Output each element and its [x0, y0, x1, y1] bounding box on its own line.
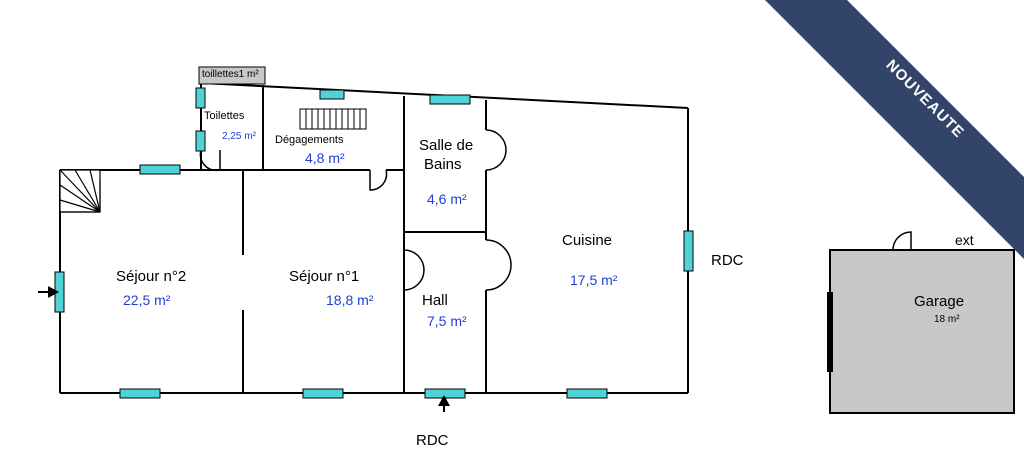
ext-label: ext: [955, 232, 974, 248]
degagements-label: Dégagements: [275, 134, 344, 146]
straight-stair: [299, 108, 367, 130]
sejour1-label: Séjour n°1: [289, 268, 360, 285]
sejour1-area: 18,8 m²: [326, 292, 374, 308]
toilettes-label: Toilettes: [204, 110, 245, 122]
window: [195, 87, 206, 109]
door: [199, 149, 221, 172]
window: [566, 388, 608, 399]
sejour2-label: Séjour n°2: [116, 268, 187, 285]
sejour2-area: 22,5 m²: [123, 292, 171, 308]
rdc-label-bottom: RDC: [416, 432, 449, 449]
window: [139, 164, 181, 175]
salle-de-bains-area: 4,6 m²: [427, 191, 467, 207]
spiral-stair: [59, 169, 101, 213]
hall-area: 7,5 m²: [427, 313, 467, 329]
window: [683, 230, 694, 272]
garage-area: 18 m²: [934, 314, 960, 325]
window: [424, 388, 466, 399]
cuisine-area: 17,5 m²: [570, 272, 618, 288]
salle-de-bains-label-1: Salle de: [419, 137, 474, 154]
toilettes-area: 2,25 m²: [222, 131, 256, 142]
entrance-arrows: [38, 286, 450, 412]
salle-de-bains-label-2: Bains: [424, 156, 462, 173]
hall-label: Hall: [422, 292, 448, 309]
windows: [54, 87, 694, 399]
rdc-label-right: RDC: [711, 252, 744, 269]
degagements-area: 4,8 m²: [305, 150, 345, 166]
door: [369, 169, 388, 191]
door: [403, 249, 425, 291]
window: [195, 130, 206, 152]
doors: [199, 129, 512, 291]
toilet-annex: [198, 66, 266, 85]
garage-door: [827, 292, 833, 372]
garage: [827, 231, 1015, 414]
door: [485, 129, 507, 171]
window: [319, 89, 345, 100]
window: [302, 388, 344, 399]
toilet-annex-label: toillettes1 m²: [202, 69, 259, 80]
door: [892, 231, 912, 251]
window: [429, 94, 471, 105]
cuisine-label: Cuisine: [562, 232, 613, 249]
door: [485, 239, 512, 291]
garage-label: Garage: [914, 293, 965, 310]
window: [119, 388, 161, 399]
nouveaute-banner: [765, 0, 1024, 259]
